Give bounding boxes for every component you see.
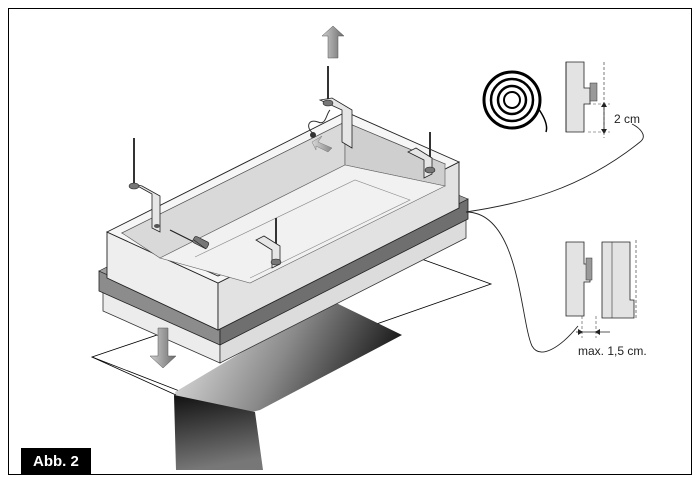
leader-line-bottom (465, 211, 579, 353)
gap-top-label: 2 cm (614, 112, 641, 126)
lower-arrow-icon (149, 327, 177, 369)
adjustable-foot-front (255, 218, 282, 269)
adjustable-foot-right (407, 132, 436, 179)
figure-label: Abb. 2 (21, 448, 91, 475)
gap-bottom-label: max. 1,5 cm. (578, 344, 647, 358)
sealant-roll-icon (482, 70, 548, 133)
lift-arrow-icon (321, 25, 345, 59)
screwdriver-icon (169, 229, 210, 250)
figure-frame (8, 8, 692, 475)
detail-section-top (565, 61, 610, 138)
adjustable-foot-left (128, 138, 161, 233)
drain-arrow-icon (311, 135, 333, 153)
leader-line-top (465, 123, 644, 213)
drain-connector (308, 109, 331, 138)
detail-section-bottom (565, 240, 637, 338)
adjustable-foot-back (318, 66, 353, 149)
